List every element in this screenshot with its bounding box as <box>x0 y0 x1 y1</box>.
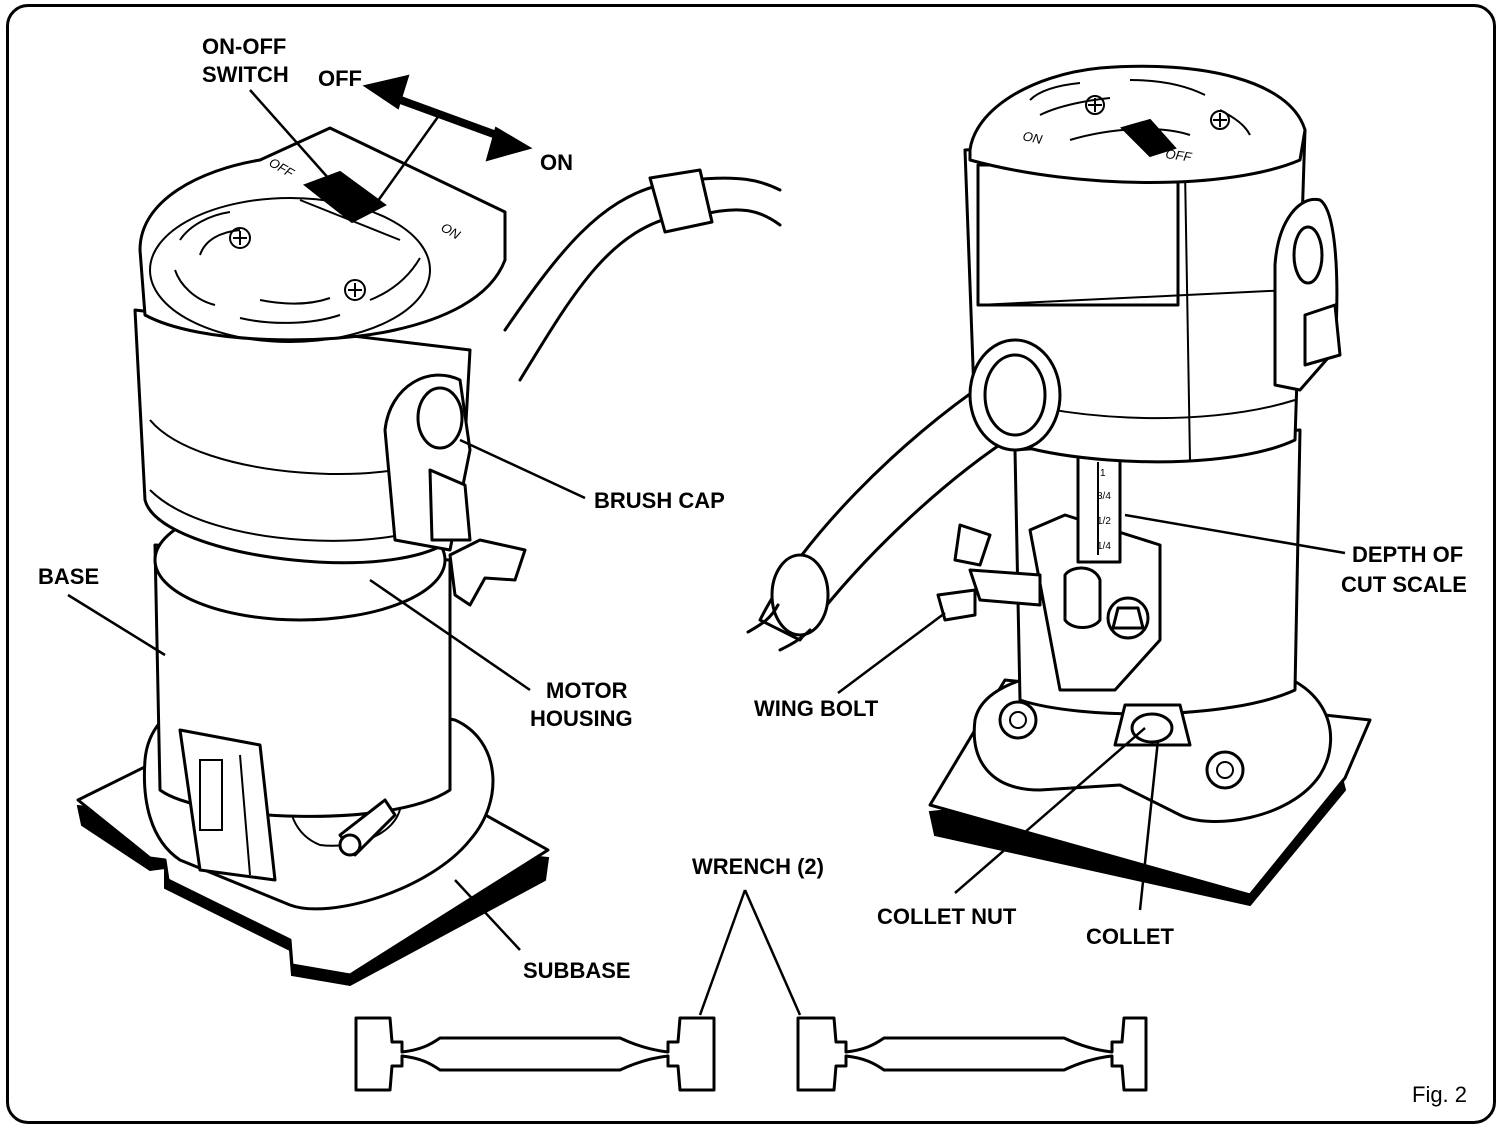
depth-tick-1-2: 1/2 <box>1097 516 1111 527</box>
leader-on-off-switch <box>249 89 331 181</box>
wrench-left <box>354 1016 716 1092</box>
leader-motor-housing <box>369 578 531 692</box>
label-brush-cap: BRUSH CAP <box>594 488 725 513</box>
on-off-arrow <box>362 74 533 206</box>
leader-wing-bolt <box>837 611 946 695</box>
label-base: BASE <box>38 564 99 589</box>
label-on-off-switch-line1: ON-OFF <box>202 34 286 59</box>
leader-collet <box>1138 739 1160 911</box>
leader-base <box>67 593 166 657</box>
label-motor-housing-line1: MOTOR <box>546 678 628 703</box>
left-router: OFF ON <box>76 126 782 987</box>
leader-brush-cap <box>459 438 586 500</box>
depth-tick-3-4: 3/4 <box>1097 491 1111 502</box>
leader-collet-nut <box>954 727 1146 894</box>
depth-tick-1-4: 1/4 <box>1097 541 1111 552</box>
label-wrench: WRENCH (2) <box>692 854 824 879</box>
cord-strain-relief <box>648 168 714 234</box>
depth-scale-ticks: 1 3/4 1/2 1/4 <box>1097 468 1111 552</box>
collet <box>1130 712 1174 744</box>
label-collet: COLLET <box>1086 924 1175 949</box>
label-motor-housing-line2: HOUSING <box>530 706 633 731</box>
label-subbase: SUBBASE <box>523 958 631 983</box>
leader-depth-scale <box>1124 513 1346 555</box>
label-wing-bolt: WING BOLT <box>754 696 879 721</box>
label-depth-of-cut-line2: CUT SCALE <box>1341 572 1467 597</box>
label-on-off-switch-line2: SWITCH <box>202 62 289 87</box>
figure-number: Fig. 2 <box>1412 1082 1467 1107</box>
label-collet-nut: COLLET NUT <box>877 904 1017 929</box>
right-router: 1 3/4 1/2 1/4 ON OFF <box>746 64 1372 907</box>
right-wing-bolt <box>968 568 1042 607</box>
embossed-off-right: OFF <box>1165 146 1194 165</box>
embossed-on-right: ON <box>1021 128 1044 147</box>
left-power-cord <box>503 183 662 332</box>
depth-tick-1: 1 <box>1100 468 1106 479</box>
left-wing-bolt <box>448 538 527 607</box>
label-on: ON <box>540 150 573 175</box>
label-depth-of-cut-line1: DEPTH OF <box>1352 542 1463 567</box>
leader-subbase <box>454 879 521 951</box>
leader-wrench <box>698 889 802 1016</box>
wrench-right <box>796 1016 1148 1092</box>
label-off: OFF <box>318 66 362 91</box>
base-clamp <box>178 728 277 882</box>
figure-frame <box>6 4 1496 1124</box>
